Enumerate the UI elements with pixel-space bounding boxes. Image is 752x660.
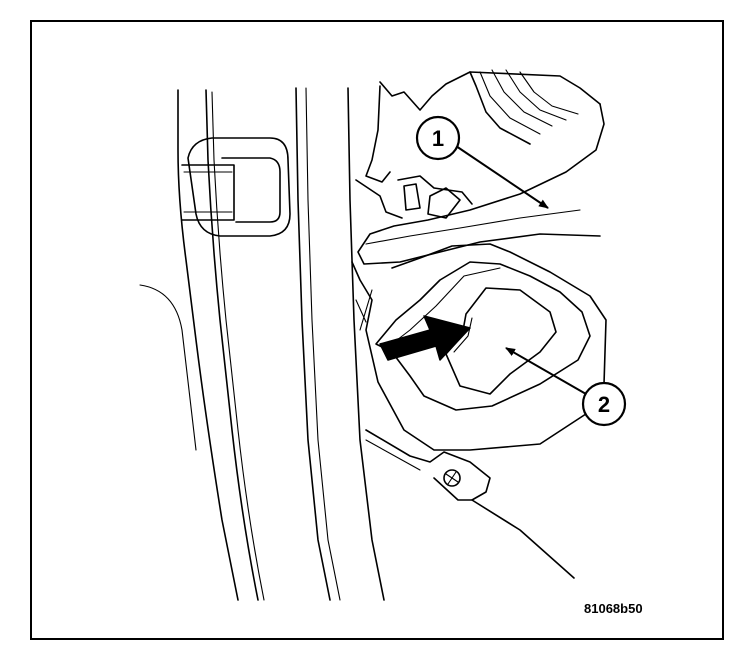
upper-panel xyxy=(355,69,605,265)
callout-1-circle xyxy=(415,115,461,161)
pillar-trim xyxy=(139,87,385,601)
push-direction-arrow xyxy=(379,315,471,361)
callout-2: 2 xyxy=(505,347,627,427)
callout-2-label: 2 xyxy=(598,392,610,417)
belt-guide xyxy=(181,137,291,237)
callout-1: 1 xyxy=(415,115,549,209)
callout-2-circle xyxy=(581,381,627,427)
callout-1-label: 1 xyxy=(432,126,444,151)
figure-code: 81068b50 xyxy=(584,601,643,616)
mount-bracket xyxy=(365,429,575,579)
callout-2-leader xyxy=(505,347,587,395)
callout-1-leader xyxy=(455,145,549,209)
diagram-frame xyxy=(30,20,724,640)
